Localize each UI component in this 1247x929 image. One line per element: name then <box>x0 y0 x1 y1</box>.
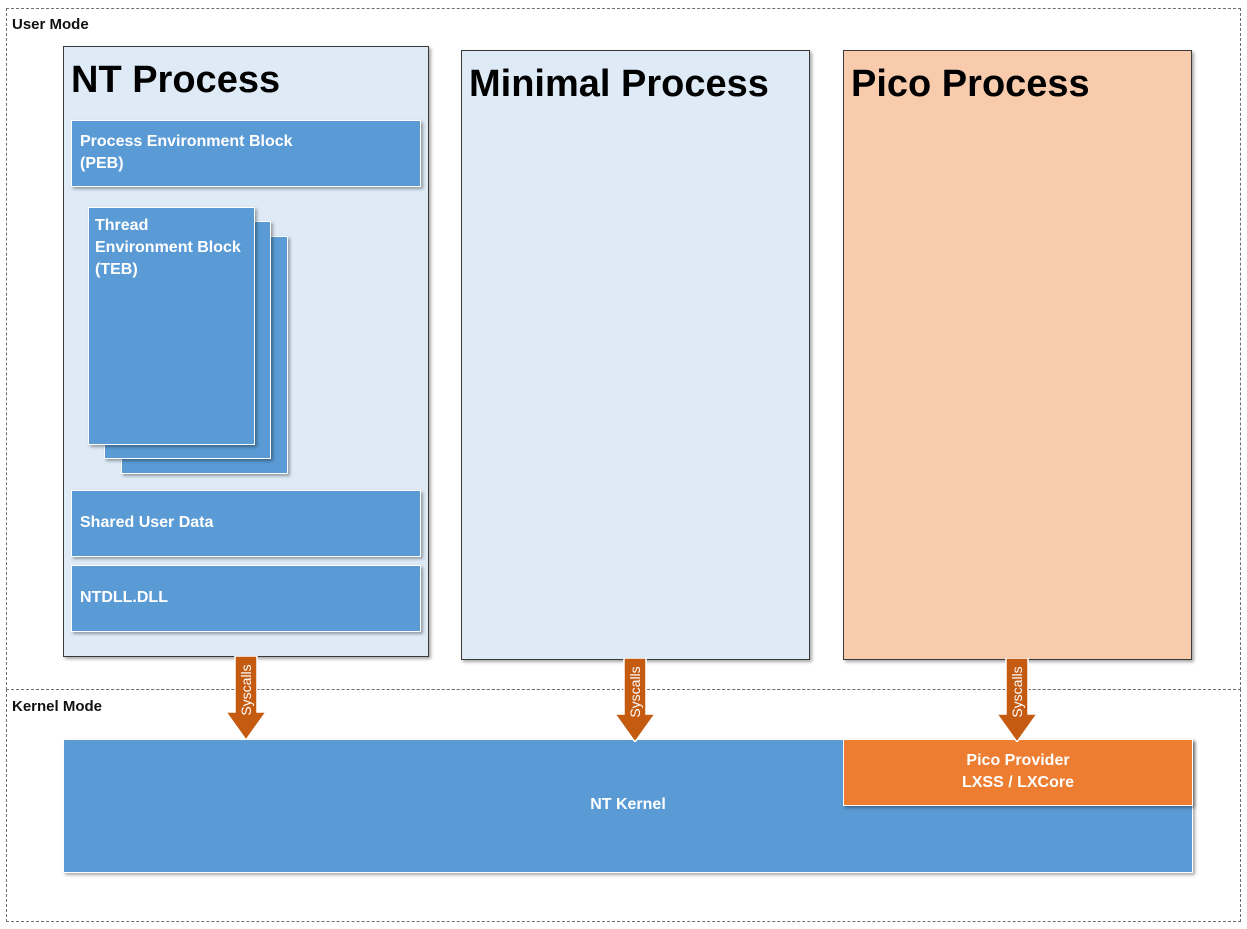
nt-syscalls-label: Syscalls <box>238 663 254 716</box>
teb-block: Thread Environment Block (TEB) <box>88 207 255 445</box>
ntdll-label: NTDLL.DLL <box>80 589 168 606</box>
shared-user-data-block: Shared User Data <box>71 490 421 557</box>
peb-label: Process Environment Block (PEB) <box>80 133 293 172</box>
ntdll-block: NTDLL.DLL <box>71 565 421 632</box>
minimal-syscalls-label: Syscalls <box>627 665 643 718</box>
pico-process-title: Pico Process <box>851 63 1090 105</box>
minimal-process-title: Minimal Process <box>469 63 769 105</box>
pico-process-box: Pico Process <box>843 50 1192 660</box>
nt-kernel-label: NT Kernel <box>590 796 666 813</box>
kernel-mode-label: Kernel Mode <box>12 698 103 715</box>
shared-user-data-label: Shared User Data <box>80 514 214 531</box>
teb-label: Thread Environment Block (TEB) <box>95 217 241 278</box>
pico-syscalls-arrow: Syscalls <box>995 657 1039 744</box>
nt-process-title: NT Process <box>71 59 281 101</box>
pico-syscalls-label: Syscalls <box>1009 665 1025 718</box>
minimal-syscalls-arrow: Syscalls <box>613 657 657 744</box>
peb-block: Process Environment Block (PEB) <box>71 120 421 187</box>
pico-provider-block: Pico Provider LXSS / LXCore <box>843 739 1193 806</box>
down-arrow-icon <box>224 655 268 742</box>
pico-provider-label: Pico Provider LXSS / LXCore <box>961 752 1075 791</box>
user-mode-label: User Mode <box>12 16 89 33</box>
nt-syscalls-arrow: Syscalls <box>224 655 268 742</box>
minimal-process-box: Minimal Process <box>461 50 810 660</box>
down-arrow-icon <box>613 657 657 744</box>
down-arrow-icon <box>995 657 1039 744</box>
